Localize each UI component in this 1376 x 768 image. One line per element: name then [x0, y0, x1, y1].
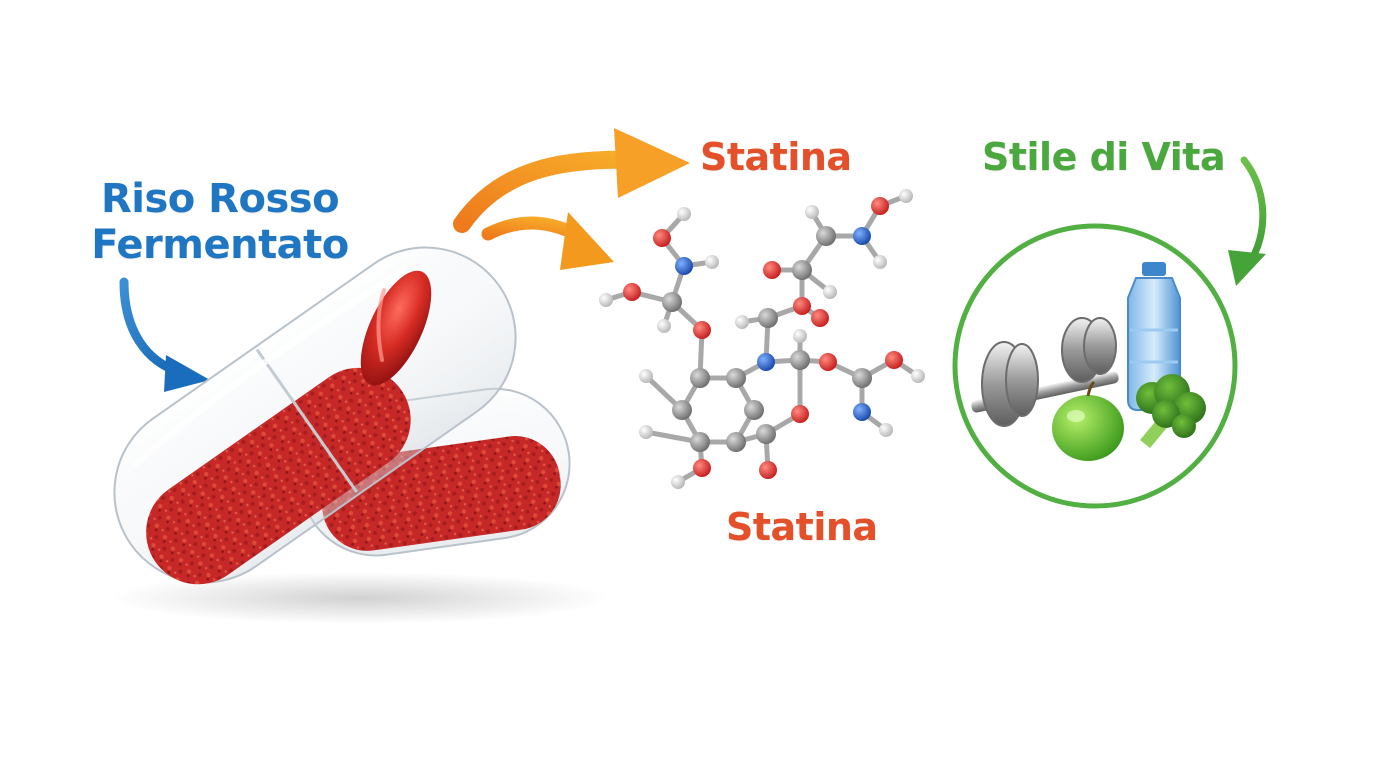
molecule-atom: [873, 255, 887, 269]
molecule-atom: [705, 255, 719, 269]
molecule-atom: [819, 353, 837, 371]
molecule-atom: [790, 350, 810, 370]
blue-curved-arrow: [119, 277, 210, 392]
molecule-atom: [758, 308, 778, 328]
riso-rosso-line2: Fermentato: [91, 222, 349, 268]
statina-label-top: Statina: [700, 135, 852, 179]
molecule-atom: [871, 197, 889, 215]
dumbbell-icon: [971, 317, 1119, 427]
molecule-atom: [793, 297, 811, 315]
molecule-atom: [885, 351, 903, 369]
molecule-atom: [693, 459, 711, 477]
orange-arrow-upper: [453, 128, 690, 233]
molecule-atom: [671, 475, 685, 489]
molecule-atom: [693, 321, 711, 339]
molecule-atom: [623, 283, 641, 301]
molecule-atom: [639, 425, 653, 439]
molecule-atom: [757, 353, 775, 371]
molecule-atom: [853, 227, 871, 245]
apple-icon: [1052, 380, 1124, 461]
molecule-atom: [677, 207, 691, 221]
molecule-atom: [805, 205, 819, 219]
riso-rosso-line1: Riso Rosso: [100, 176, 340, 222]
molecule-atom: [793, 329, 807, 343]
molecule-atom: [690, 432, 710, 452]
molecule-atom: [852, 368, 872, 388]
orange-arrow-lower: [481, 212, 614, 270]
molecule-atom: [744, 400, 764, 420]
molecule-atom: [662, 292, 682, 312]
molecule-atom: [911, 369, 925, 383]
molecule-atom: [823, 285, 837, 299]
molecule-atom: [763, 261, 781, 279]
molecule-atom: [672, 400, 692, 420]
molecule-atom: [735, 315, 749, 329]
molecule-atom: [726, 432, 746, 452]
molecule-atom: [726, 368, 746, 388]
green-curved-arrow: [1228, 156, 1267, 286]
molecule-atom: [653, 229, 671, 247]
molecule-atom: [599, 293, 613, 307]
molecule-atom: [756, 424, 776, 444]
broccoli-icon: [1136, 374, 1206, 448]
molecule-atom: [690, 368, 710, 388]
molecule-atom: [816, 226, 836, 246]
molecule-atom: [811, 309, 829, 327]
statina-label-bottom: Statina: [726, 505, 878, 549]
molecule-atom: [639, 369, 653, 383]
molecule-atom: [899, 189, 913, 203]
stile-di-vita-label: Stile di Vita: [982, 135, 1226, 179]
rice-grain-icon: [360, 270, 432, 386]
molecule-atom: [792, 260, 812, 280]
molecule-atom: [791, 405, 809, 423]
molecule-atom: [657, 319, 671, 333]
molecule-atom: [853, 403, 871, 421]
molecule-atom: [675, 257, 693, 275]
molecule-atom: [759, 461, 777, 479]
molecule-atom: [879, 423, 893, 437]
